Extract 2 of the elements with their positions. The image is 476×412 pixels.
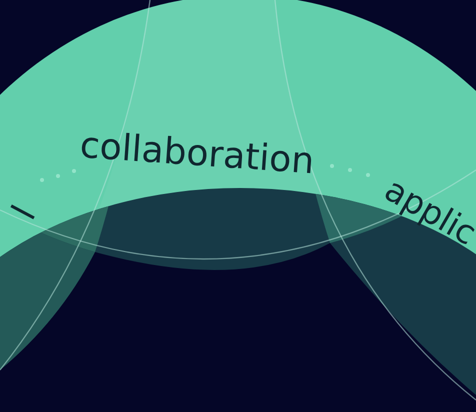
arc-label: l (7, 200, 42, 225)
arc-label: collaboration (78, 128, 316, 180)
